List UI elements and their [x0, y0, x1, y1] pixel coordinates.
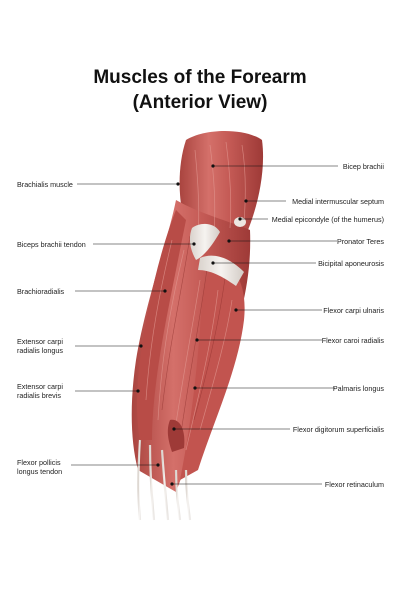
label-line: Medial intermuscular septum: [292, 197, 384, 206]
label-ecrb: Extensor carpi radialis brevis: [17, 382, 63, 400]
label-bicep-brachii: Bicep brachii: [343, 162, 384, 171]
label-line: Flexor pollicis: [17, 458, 61, 467]
label-fcr: Flexor caroi radialis: [322, 336, 384, 345]
label-line: longus tendon: [17, 467, 63, 476]
label-brachialis: Brachialis muscle: [17, 180, 73, 189]
label-brachioradialis: Brachioradialis: [17, 287, 64, 296]
label-line: Medial epicondyle (of the humerus): [271, 215, 384, 224]
muscle-fibres: [145, 141, 246, 451]
label-line: Bicep brachii: [342, 162, 384, 171]
label-line: radialis brevis: [17, 391, 61, 400]
label-line: Flexor carpi ulnaris: [323, 306, 384, 315]
label-medial-epicondyle: Medial epicondyle (of the humerus): [272, 215, 384, 224]
label-line: Bicipital aponeurosis: [318, 259, 384, 268]
label-fpl-tendon: Flexor pollicis longus tendon: [17, 458, 62, 476]
label-palmaris: Palmaris longus: [333, 384, 384, 393]
label-retinaculum: Flexor retinaculum: [325, 480, 384, 489]
label-bicipital-aponeurosis: Bicipital aponeurosis: [318, 259, 384, 268]
diagram-subtitle: (Anterior View): [132, 92, 268, 113]
leader-lines-left: [71, 182, 196, 467]
label-line: Flexor caroi radialis: [321, 336, 384, 345]
label-ecrl: Extensor carpi radialis longus: [17, 337, 63, 355]
flexor-group: [180, 263, 245, 480]
label-line: Flexor digitorum superficialis: [292, 425, 384, 434]
medial-epicondyle-shape: [234, 217, 246, 227]
label-line: radialis longus: [17, 346, 63, 355]
label-line: Extensor carpi: [17, 382, 63, 391]
brachioradialis-band: [137, 210, 186, 440]
fds-shape: [167, 419, 185, 452]
label-pronator-teres: Pronator Teres: [337, 237, 384, 246]
label-line: Palmaris longus: [332, 384, 384, 393]
label-line: Extensor carpi: [17, 337, 63, 346]
label-medial-septum: Medial intermuscular septum: [292, 197, 384, 206]
leader-lines-right: [170, 164, 338, 486]
label-fcu: Flexor carpi ulnaris: [323, 306, 384, 315]
label-line: Biceps brachii tendon: [17, 240, 86, 249]
biceps-tendon-shape: [189, 223, 220, 260]
label-line: Flexor retinaculum: [324, 480, 384, 489]
label-line: Brachialis muscle: [17, 180, 73, 189]
label-line: Pronator Teres: [336, 237, 384, 246]
label-biceps-tendon: Biceps brachii tendon: [17, 240, 86, 249]
label-line: Brachioradialis: [17, 287, 65, 296]
label-fds: Flexor digitorum superficialis: [293, 425, 384, 434]
diagram-title: Muscles of the Forearm: [93, 67, 307, 88]
